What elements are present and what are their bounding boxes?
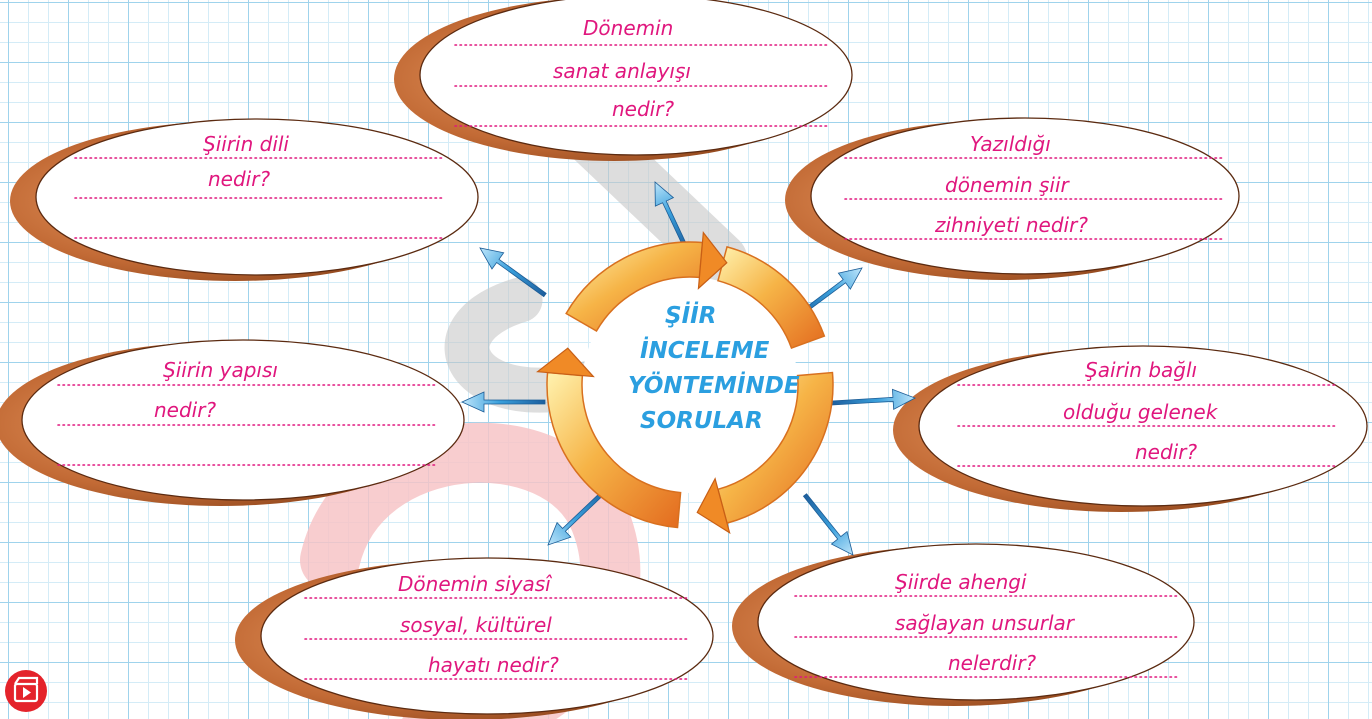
ring-arrowhead-1 xyxy=(696,477,731,535)
ellipse-body xyxy=(757,543,1195,701)
question-ellipse-zihniyet xyxy=(785,117,1240,280)
center-title-line-2: İNCELEME xyxy=(640,338,770,364)
center-title-line-4: SORULAR xyxy=(640,408,763,434)
ellipse-body xyxy=(260,557,714,715)
question-zihniyet-line-3: zihniyeti nedir? xyxy=(935,213,1088,237)
question-ellipse-sanat xyxy=(394,0,853,161)
arrow-to-dil xyxy=(479,247,547,298)
question-dil-line-1: Şiirin dili xyxy=(203,132,289,156)
question-sanat-line-1: Dönemin xyxy=(583,16,674,40)
ellipse-body xyxy=(419,0,853,156)
question-ellipse-gelenek xyxy=(893,345,1368,512)
question-yapi-line-1: Şiirin yapısı xyxy=(163,358,278,382)
question-ahenk-line-1: Şiirde ahengi xyxy=(895,570,1027,594)
question-yapi-line-2: nedir? xyxy=(154,398,217,422)
arrow-to-sanat xyxy=(654,181,690,252)
question-ahenk-line-2: sağlayan unsurlar xyxy=(895,611,1075,635)
question-hayat-line-1: Dönemin siyasî xyxy=(398,572,551,596)
ring-arrowhead-2 xyxy=(536,347,595,378)
question-sanat-line-2: sanat anlayışı xyxy=(553,59,691,83)
ellipse-body xyxy=(21,339,465,501)
question-zihniyet-line-1: Yazıldığı xyxy=(970,132,1051,156)
question-gelenek-line-2: olduğu gelenek xyxy=(1063,400,1218,424)
question-hayat-line-2: sosyal, kültürel xyxy=(400,613,552,637)
question-ellipse-dil xyxy=(10,118,479,281)
center-ring xyxy=(536,231,834,535)
question-ellipse-yapi xyxy=(0,339,465,506)
question-dil-line-2: nedir? xyxy=(208,167,271,191)
question-ellipse-hayat xyxy=(235,557,714,719)
ring-center-disc xyxy=(582,277,798,493)
question-sanat-line-3: nedir? xyxy=(612,97,675,121)
question-gelenek-line-3: nedir? xyxy=(1135,440,1198,464)
play-icon xyxy=(13,676,39,703)
play-button[interactable] xyxy=(5,670,47,712)
center-title-line-1: ŞİİR xyxy=(665,303,717,329)
ring-arrowhead-3 xyxy=(697,231,728,290)
center-title-line-3: YÖNTEMİNDE xyxy=(628,373,800,399)
question-zihniyet-line-2: dönemin şiir xyxy=(945,173,1069,197)
ellipse-body xyxy=(810,117,1240,275)
question-gelenek-line-1: Şairin bağlı xyxy=(1085,358,1198,382)
ring-segment-2 xyxy=(717,245,826,350)
question-hayat-line-3: hayatı nedir? xyxy=(428,653,559,677)
arrow-to-ahenk xyxy=(802,493,854,556)
arrow-to-yapi xyxy=(461,391,546,413)
arrow-to-gelenek xyxy=(831,388,916,410)
question-ellipse-ahenk xyxy=(732,543,1195,706)
question-ahenk-line-3: nelerdir? xyxy=(948,651,1037,675)
